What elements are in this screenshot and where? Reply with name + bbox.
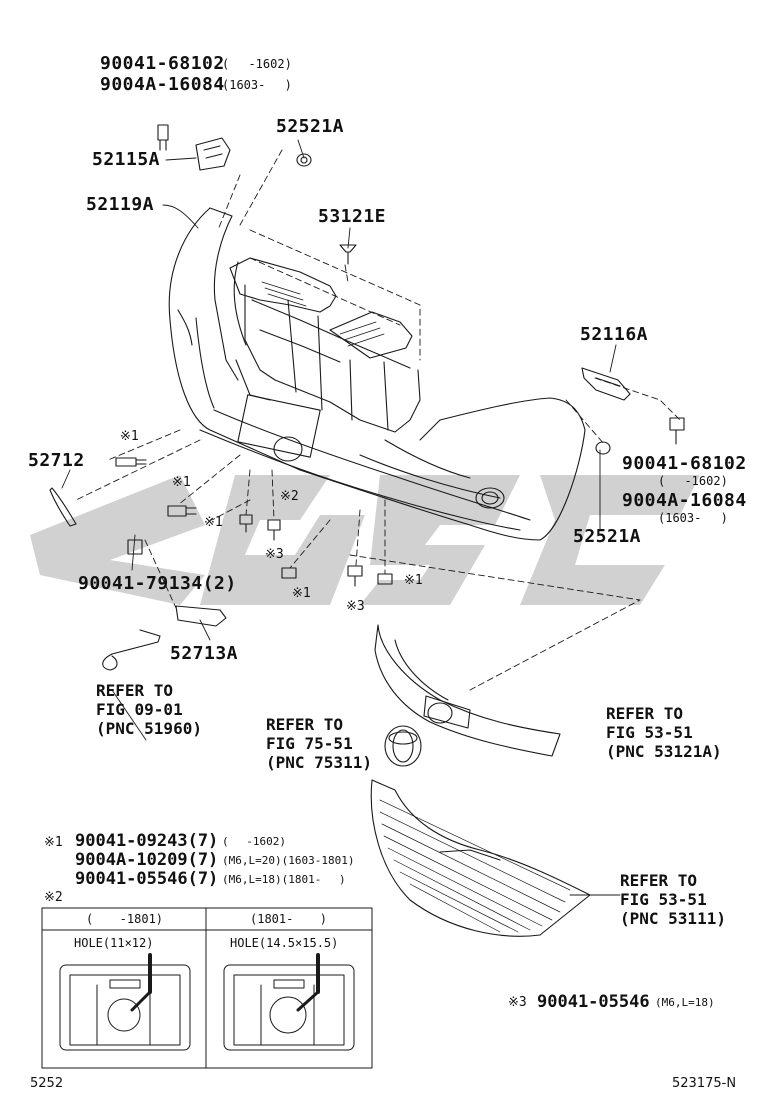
fastener-parts	[49, 124, 685, 671]
note-1-line-2: 9004A-10209(7)	[75, 850, 219, 870]
note-mark-1-e: ※1	[404, 573, 423, 588]
note-3-range: (M6,L=18)	[655, 996, 715, 1009]
part-label-52713a: 52713A	[170, 643, 239, 664]
toyota-emblem	[384, 725, 422, 767]
reference-fig-09-01: REFER TO FIG 09-01 (PNC 51960)	[96, 681, 202, 738]
reference-fig-53-51-53111: REFER TO FIG 53-51 (PNC 53111)	[620, 871, 726, 928]
part-range-9004a-16084-top: (1603- )	[222, 78, 292, 92]
part-label-52116a: 52116A	[580, 324, 649, 345]
bumper-retainer-bracket	[229, 257, 421, 433]
part-label-9004a-16084-right: 9004A-16084	[622, 490, 747, 511]
note-2-table	[41, 907, 373, 1069]
note-2-column-2-header: (1801- )	[250, 912, 328, 926]
note-mark-1-d: ※1	[292, 586, 311, 601]
note-mark-3-b: ※3	[346, 599, 365, 614]
part-label-90041-68102-top: 90041-68102	[100, 53, 225, 74]
part-range-90041-68102-right: ( -1602)	[658, 474, 728, 488]
note-mark-1-a: ※1	[120, 429, 139, 444]
hole-detail-left	[59, 953, 191, 1051]
part-label-90041-79134: 90041-79134(2)	[78, 573, 237, 594]
dashed-leader-lines	[75, 149, 681, 691]
figure-code: 523175-N	[672, 1076, 737, 1091]
note-2-mark: ※2	[44, 890, 63, 905]
hole-detail-right	[223, 953, 355, 1051]
note-1-mark: ※1	[44, 835, 63, 850]
part-label-52712: 52712	[28, 450, 85, 471]
note-mark-1-c: ※1	[204, 515, 223, 530]
part-label-9004a-16084-top: 9004A-16084	[100, 74, 225, 95]
note-3-mark: ※3	[508, 995, 527, 1010]
part-label-90041-68102-right: 90041-68102	[622, 453, 747, 474]
part-label-52119a: 52119A	[86, 194, 155, 215]
part-range-9004a-16084-right: (1603- )	[658, 511, 728, 525]
watermark-logo	[30, 475, 700, 605]
note-mark-3-a: ※3	[265, 547, 284, 562]
label-leader-lines	[61, 139, 621, 896]
diagram-code: 5252	[30, 1076, 64, 1091]
part-label-53121e: 53121E	[318, 206, 387, 227]
note-1-line-1: 90041-09243(7)	[75, 831, 219, 851]
note-mark-2: ※2	[280, 489, 299, 504]
part-label-52115a: 52115A	[92, 149, 161, 170]
note-2-column-1-header: ( -1801)	[86, 912, 164, 926]
note-2-column-1-hole: HOLE(11×12)	[74, 936, 154, 950]
front-bumper-cover	[168, 207, 586, 541]
note-2-column-2-hole: HOLE(14.5×15.5)	[230, 936, 339, 950]
part-range-90041-68102-top: ( -1602)	[222, 57, 292, 71]
note-1-line-3-range: (M6,L=18)(1801- )	[222, 873, 346, 886]
radiator-grille-upper	[374, 624, 561, 757]
radiator-grille-lower	[370, 779, 591, 937]
note-1-line-1-range: ( -1602)	[222, 835, 286, 848]
reference-fig-75-51: REFER TO FIG 75-51 (PNC 75311)	[266, 715, 372, 772]
part-label-52521a-right: 52521A	[573, 526, 642, 547]
reference-fig-53-51-53121a: REFER TO FIG 53-51 (PNC 53121A)	[606, 704, 722, 761]
note-1-line-3: 90041-05546(7)	[75, 869, 219, 889]
part-label-52521a-top: 52521A	[276, 116, 345, 137]
note-1-line-2-range: (M6,L=20)(1603-1801)	[222, 854, 355, 867]
note-mark-1-b: ※1	[172, 475, 191, 490]
note-3-part: 90041-05546	[537, 992, 650, 1012]
